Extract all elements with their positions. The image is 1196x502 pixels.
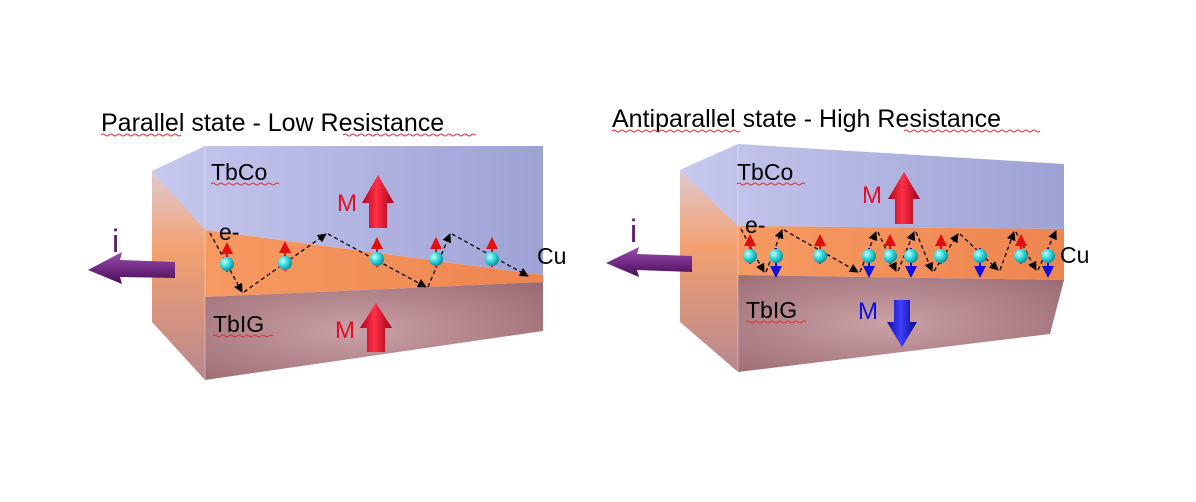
electron-label: e- — [745, 212, 765, 238]
top-layer-label: TbCo — [211, 159, 267, 185]
electron-spin-up-icon — [1014, 234, 1028, 264]
bottom-magnetization-label: M — [335, 317, 355, 344]
electron-spin-up-icon — [278, 241, 292, 271]
electron-spin-up-icon — [743, 234, 757, 264]
electron-spin-up-icon — [813, 234, 827, 264]
bottom-magnetization-arrow-down-icon — [887, 300, 917, 347]
panel-title: Antiparallel state - High Resistance — [612, 105, 1001, 133]
panel-title: Parallel state - Low Resistance — [101, 109, 444, 137]
top-layer-label: TbCo — [737, 159, 793, 185]
spacer-layer-label: Cu — [1060, 242, 1089, 268]
panel-antiparallel: Antiparallel state - High Resistance TbC… — [606, 105, 1089, 372]
current-label: i — [630, 213, 637, 249]
electrons — [743, 234, 1055, 278]
bottom-magnetization-label: M — [858, 298, 878, 325]
current-label: i — [112, 223, 119, 259]
electron-spin-down-icon — [769, 248, 783, 278]
spellcheck-underline — [100, 133, 182, 137]
current-arrow-icon — [88, 252, 175, 284]
spellcheck-underline — [342, 133, 476, 137]
electrons — [220, 237, 499, 272]
electron-spin-down-icon — [904, 248, 918, 278]
top-magnetization-label: M — [862, 182, 882, 209]
electron-spin-up-icon — [934, 234, 948, 264]
top-magnetization-arrow-up-icon — [362, 175, 394, 228]
tbco-layer — [680, 144, 1064, 229]
electron-spin-up-icon — [485, 237, 499, 267]
electron-spin-up-icon — [220, 242, 234, 272]
spacer-layer-label: Cu — [537, 243, 566, 269]
electron-spin-up-icon — [370, 237, 384, 267]
bottom-layer-label: TbIG — [213, 311, 264, 337]
top-magnetization-arrow-up-icon — [888, 172, 920, 224]
electron-spin-down-icon — [862, 248, 876, 278]
bottom-layer-label: TbIG — [746, 297, 797, 323]
panel-parallel: Parallel state - Low Resistance TbCo TbI… — [88, 109, 566, 380]
electron-label: e- — [219, 219, 239, 245]
bottom-magnetization-arrow-up-icon — [360, 303, 392, 352]
electron-spin-down-icon — [1041, 248, 1055, 278]
electron-spin-down-icon — [973, 248, 987, 278]
electron-spin-up-icon — [883, 234, 897, 264]
current-arrow-icon — [606, 247, 692, 277]
top-magnetization-label: M — [337, 190, 357, 217]
electron-spin-up-icon — [429, 237, 443, 267]
